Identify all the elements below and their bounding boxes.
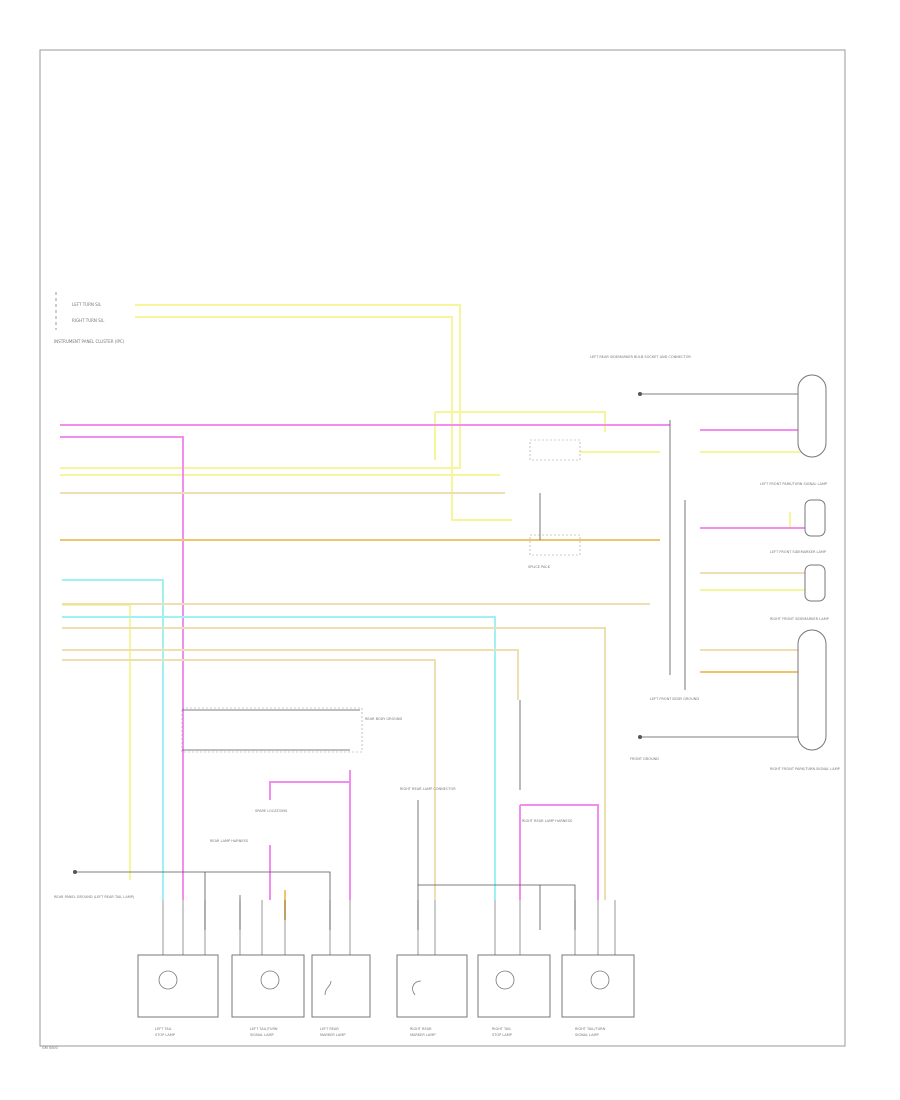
wires-tan bbox=[60, 492, 810, 900]
cluster-right-turn-label: RIGHT TURN S/L bbox=[72, 318, 105, 323]
right-front-park-label: RIGHT FRONT PARK/TURN SIGNAL LAMP bbox=[770, 767, 840, 771]
lamp-label-line1: LEFT TAIL/TURN bbox=[250, 1027, 278, 1031]
rear-lamp-assemblies: LEFT TAIL STOP LAMP LEFT TAIL/TURN SIGNA… bbox=[137, 954, 635, 1037]
right-front-marker-label: RIGHT FRONT SIDEMARKER LAMP bbox=[770, 617, 829, 621]
wires-cyan bbox=[62, 579, 496, 900]
wires-pink bbox=[60, 424, 810, 900]
rear-ground-note-label: REAR PANEL GROUND (LEFT REAR TAIL LAMP) bbox=[54, 895, 135, 899]
connector-pins bbox=[162, 900, 616, 955]
footer-code: GM 0000 bbox=[42, 1046, 58, 1050]
lamp-left-rear-marker: LEFT REAR MARKER LAMP bbox=[311, 954, 371, 1037]
rear-body-label: REAR BODY GROUND bbox=[365, 717, 403, 721]
lamp-label-line1: RIGHT TAIL bbox=[492, 1027, 511, 1031]
bulb-icon bbox=[324, 980, 332, 996]
lamp-label-line1: RIGHT REAR bbox=[410, 1027, 432, 1031]
lamp-label-line2: MARKER LAMP bbox=[320, 1033, 345, 1037]
lamp-label-line1: LEFT TAIL bbox=[155, 1027, 172, 1031]
left-front-body-label: LEFT FRONT BODY GROUND bbox=[650, 697, 699, 701]
instrument-cluster: LEFT TURN S/L RIGHT TURN S/L INSTRUMENT … bbox=[54, 292, 125, 344]
left-front-park-label: LEFT FRONT PARK/TURN SIGNAL LAMP bbox=[760, 482, 827, 486]
front-ground-label: FRONT GROUND bbox=[630, 757, 659, 761]
splice-boxes bbox=[181, 439, 581, 753]
lamp-left-tail-turn: LEFT TAIL/TURN SIGNAL LAMP bbox=[231, 954, 305, 1037]
lamp-left-tail-stop: LEFT TAIL STOP LAMP bbox=[137, 954, 219, 1037]
bulb-icon bbox=[590, 970, 610, 990]
lamp-label-line2: STOP LAMP bbox=[492, 1033, 512, 1037]
lamp-right-tail-stop: RIGHT TAIL STOP LAMP bbox=[477, 954, 551, 1037]
lamp-label-line2: STOP LAMP bbox=[155, 1033, 175, 1037]
right-rear-connector-label: RIGHT REAR LAMP CONNECTOR bbox=[400, 787, 456, 791]
right-rear-harness-label: RIGHT REAR LAMP HARNESS bbox=[522, 819, 573, 823]
left-rear-sidemarker-bulb bbox=[797, 374, 827, 458]
bulb-icon bbox=[495, 970, 515, 990]
splice-center-label: SPLICE PACK bbox=[528, 565, 551, 569]
front-ground-point bbox=[638, 735, 642, 739]
lamp-label-line2: SIGNAL LAMP bbox=[575, 1033, 599, 1037]
right-front-park-lamp-body bbox=[797, 629, 827, 751]
left-rear-socket-label: LEFT REAR SIDEMARKER BULB SOCKET AND CON… bbox=[590, 355, 691, 359]
lamp-label-line1: LEFT REAR bbox=[320, 1027, 339, 1031]
rear-ground-point bbox=[73, 870, 77, 874]
bulb-icon bbox=[412, 980, 422, 996]
lamp-label-line2: MARKER LAMP bbox=[410, 1033, 435, 1037]
left-rear-ground-point bbox=[638, 392, 642, 396]
right-side-lamps bbox=[797, 374, 827, 751]
lamp-label-line1: RIGHT TAIL/TURN bbox=[575, 1027, 606, 1031]
lamp-right-rear-marker: RIGHT REAR MARKER LAMP bbox=[396, 954, 468, 1037]
cluster-left-turn-label: LEFT TURN S/L bbox=[72, 302, 102, 307]
left-front-park-lamp-body bbox=[804, 499, 826, 537]
lamp-label-line2: SIGNAL LAMP bbox=[250, 1033, 274, 1037]
spare-note-label: SPARE LOCATIONS bbox=[255, 809, 288, 813]
left-front-marker-label: LEFT FRONT SIDEMARKER LAMP bbox=[770, 550, 826, 554]
cluster-name-label: INSTRUMENT PANEL CLUSTER (IPC) bbox=[54, 339, 125, 344]
diagram-frame bbox=[39, 49, 846, 1047]
lamp-right-tail-turn: RIGHT TAIL/TURN SIGNAL LAMP bbox=[561, 954, 635, 1037]
rear-lamp-harness-label: REAR LAMP HARNESS bbox=[210, 839, 249, 843]
ground-points bbox=[73, 392, 642, 874]
left-front-marker-lamp-body bbox=[804, 564, 826, 602]
bulb-icon bbox=[260, 970, 280, 990]
bulb-icon bbox=[158, 970, 178, 990]
